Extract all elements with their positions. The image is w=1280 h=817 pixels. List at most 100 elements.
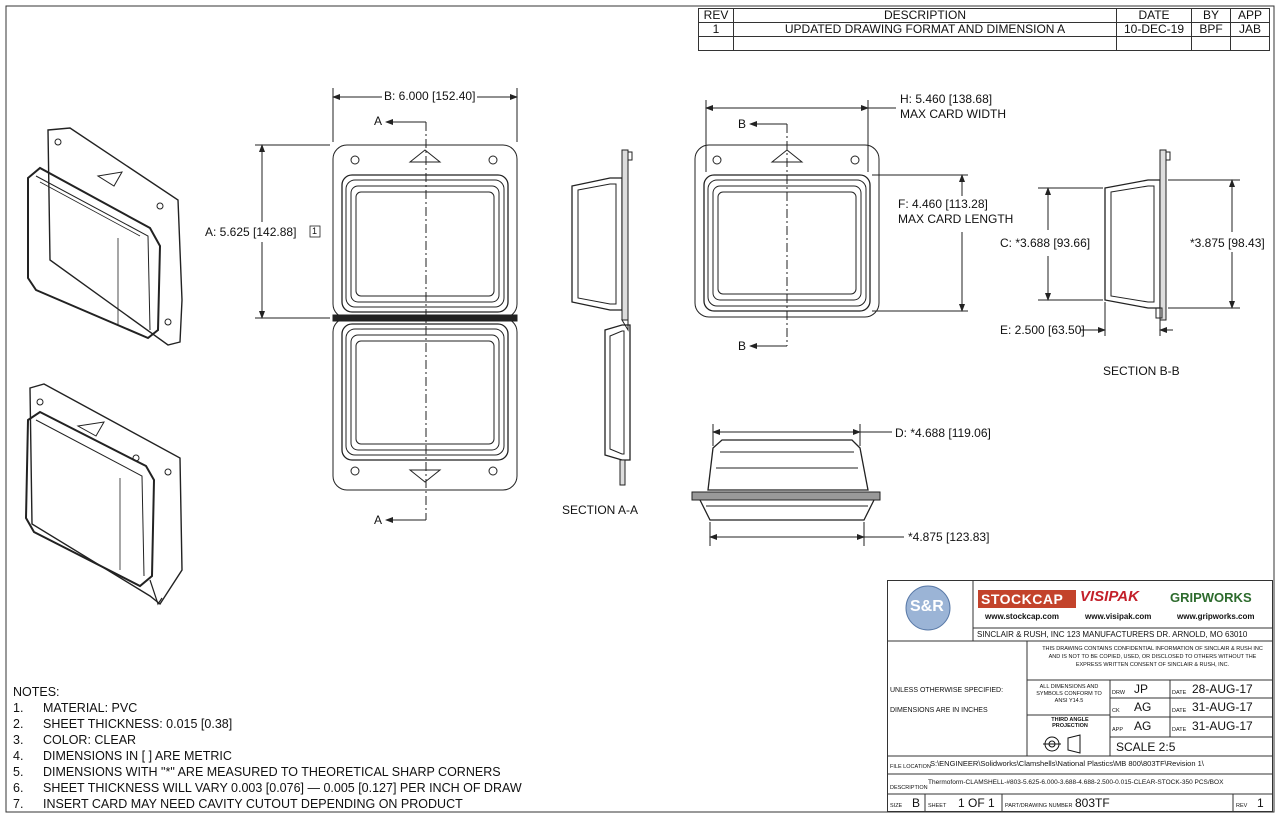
note-number: 6. [13, 781, 24, 795]
sheet-value: 1 OF 1 [958, 796, 995, 810]
rev-header: REV [698, 8, 734, 23]
ck-date-label: DATE [1172, 708, 1187, 714]
section-a-top-label: A [374, 114, 383, 128]
ck-value: AG [1134, 700, 1152, 714]
dim-a-revision-flag: 1 [312, 226, 318, 236]
company-address: SINCLAIR & RUSH, INC 123 MANUFACTURERS D… [977, 630, 1248, 639]
sr-logo-text: S&R [910, 598, 944, 615]
rev-value: 1 [1257, 796, 1264, 810]
dim-b-metric: 152.40 [435, 89, 473, 103]
dim-f-note: MAX CARD LENGTH [898, 212, 1014, 226]
description-header: DESCRIPTION [733, 8, 1117, 23]
dim-e-metric: 63.50 [1051, 323, 1082, 337]
dim-b-value: B: 6.000 [384, 89, 429, 103]
part-description: Thermoform-CLAMSHELL-#803-5.625-6.000-3.… [928, 779, 1224, 786]
section-b-bottom-label: B [738, 339, 747, 353]
note-item: 1. MATERIAL: PVC [13, 700, 522, 716]
dim-f: F: 4.460 [113.28]MAX CARD LENGTH [898, 197, 1014, 226]
dim-w-metric: 123.83 [949, 530, 987, 544]
by-header: BY [1191, 8, 1231, 23]
note-number: 7. [13, 797, 24, 811]
isometric-view-bottom [24, 383, 183, 606]
stockcap-logo-bg [978, 590, 1076, 608]
size-value: B [912, 796, 921, 810]
note-item: 2.SHEET THICKNESS: 0.015 [0.38] [13, 716, 522, 732]
dim-d: D: *4.688 [119.06] [895, 426, 991, 440]
ck-label: CK [1112, 708, 1120, 714]
table-row: 1 UPDATED DRAWING FORMAT AND DIMENSION A… [698, 22, 1270, 37]
file-location: S:\ENGINEER\Solidworks\Clamshells\Nation… [930, 759, 1204, 768]
note-number: 3. [13, 733, 24, 747]
app-header: APP [1230, 8, 1270, 23]
section-b-top-label: B [738, 117, 747, 131]
third-angle-label: THIRD ANGLE PROJECTION [1051, 717, 1089, 729]
gripworks-url: www.gripworks.com [1177, 612, 1255, 621]
dim-w: *4.875 [123.83] [908, 530, 990, 544]
dim-f-value: F: 4.460 [898, 197, 943, 211]
app-date: 31-AUG-17 [1192, 719, 1253, 733]
note-text: SHEET THICKNESS: 0.015 [0.38] [43, 717, 233, 731]
dim-f-metric: 113.28 [948, 197, 985, 211]
notes-heading: NOTES: [13, 685, 60, 699]
rev-cell: 1 [698, 22, 734, 37]
note-text: COLOR: CLEAR [43, 733, 137, 747]
note-text: SHEET THICKNESS WILL VARY 0.003 [0.076] … [43, 781, 522, 795]
drw-date: 28-AUG-17 [1192, 682, 1253, 696]
isometric-view-top [27, 127, 183, 346]
date-cell: 10-DEC-19 [1116, 22, 1192, 37]
section-bb-view [1038, 149, 1240, 336]
side-view [691, 424, 904, 546]
dim-w-value: *4.875 [908, 530, 943, 544]
note-number: 4. [13, 749, 24, 763]
app-cell: JAB [1230, 22, 1270, 37]
dim-c2: *3.875 [98.43] [1190, 236, 1265, 250]
title-block-grid [887, 580, 1273, 812]
dim-a-value: A: 5.625 [205, 225, 250, 239]
drw-label: DRW [1112, 690, 1126, 696]
stockcap-logo: STOCKCAP [981, 591, 1064, 607]
part-number-label: PART/DRAWING NUMBER [1005, 803, 1073, 809]
revision-table: REV DESCRIPTION DATE BY APP 1 UPDATED DR… [698, 8, 1270, 51]
part-number: 803TF [1075, 796, 1110, 810]
dim-c-metric: 93.66 [1056, 236, 1087, 250]
section-aa-view [571, 149, 633, 486]
app-value: AG [1134, 719, 1152, 733]
dim-d-metric: 119.06 [951, 426, 988, 440]
note-number: 1. [13, 701, 24, 715]
drw-date-label: DATE [1172, 690, 1187, 696]
section-a-bottom-label: A [374, 513, 383, 527]
note-text: MATERIAL: PVC [43, 701, 138, 715]
gripworks-logo: GRIPWORKS [1170, 590, 1252, 605]
size-label: SIZE [890, 803, 903, 809]
front-view [255, 88, 518, 523]
note-text: INSERT CARD MAY NEED CAVITY CUTOUT DEPEN… [43, 797, 463, 811]
sheet-border [5, 5, 1275, 813]
note-item: 3. COLOR: CLEAR [13, 732, 522, 748]
dim-h-note: MAX CARD WIDTH [900, 107, 1006, 121]
dim-a-metric: 142.88 [256, 225, 294, 239]
note-text: DIMENSIONS WITH "*" ARE MEASURED TO THEO… [43, 765, 501, 779]
by-cell: BPF [1191, 22, 1231, 37]
visipak-logo: VISIPAK [1080, 588, 1139, 605]
note-number: 5. [13, 765, 24, 779]
dim-a: A: 5.625 [142.88] [205, 225, 297, 239]
ck-date: 31-AUG-17 [1192, 700, 1253, 714]
dim-c-value: C: *3.688 [1000, 236, 1051, 250]
dim-c2-metric: 98.43 [1231, 236, 1262, 250]
sheet-label: SHEET [928, 803, 947, 809]
note-item: 7. INSERT CARD MAY NEED CAVITY CUTOUT DEP… [13, 796, 522, 812]
visipak-url: www.visipak.com [1085, 612, 1152, 621]
scale: SCALE 2:5 [1116, 740, 1176, 754]
ansi-conform: ALL DIMENSIONS AND SYMBOLS CONFORM TO AN… [1036, 684, 1102, 704]
description-label: DESCRIPTION [890, 785, 928, 791]
confidential-notice: THIS DRAWING CONTAINS CONFIDENTIAL INFOR… [1042, 646, 1263, 668]
app-date-label: DATE [1172, 727, 1187, 733]
sr-logo-icon [905, 585, 951, 631]
date-header: DATE [1116, 8, 1192, 23]
dim-c: C: *3.688 [93.66] [1000, 236, 1091, 250]
app-label: APP [1112, 727, 1124, 733]
dim-b: B: 6.000 [152.40] [382, 89, 478, 103]
section-aa-label: SECTION A-A [562, 503, 639, 517]
third-angle-projection-icon [1043, 734, 1081, 754]
